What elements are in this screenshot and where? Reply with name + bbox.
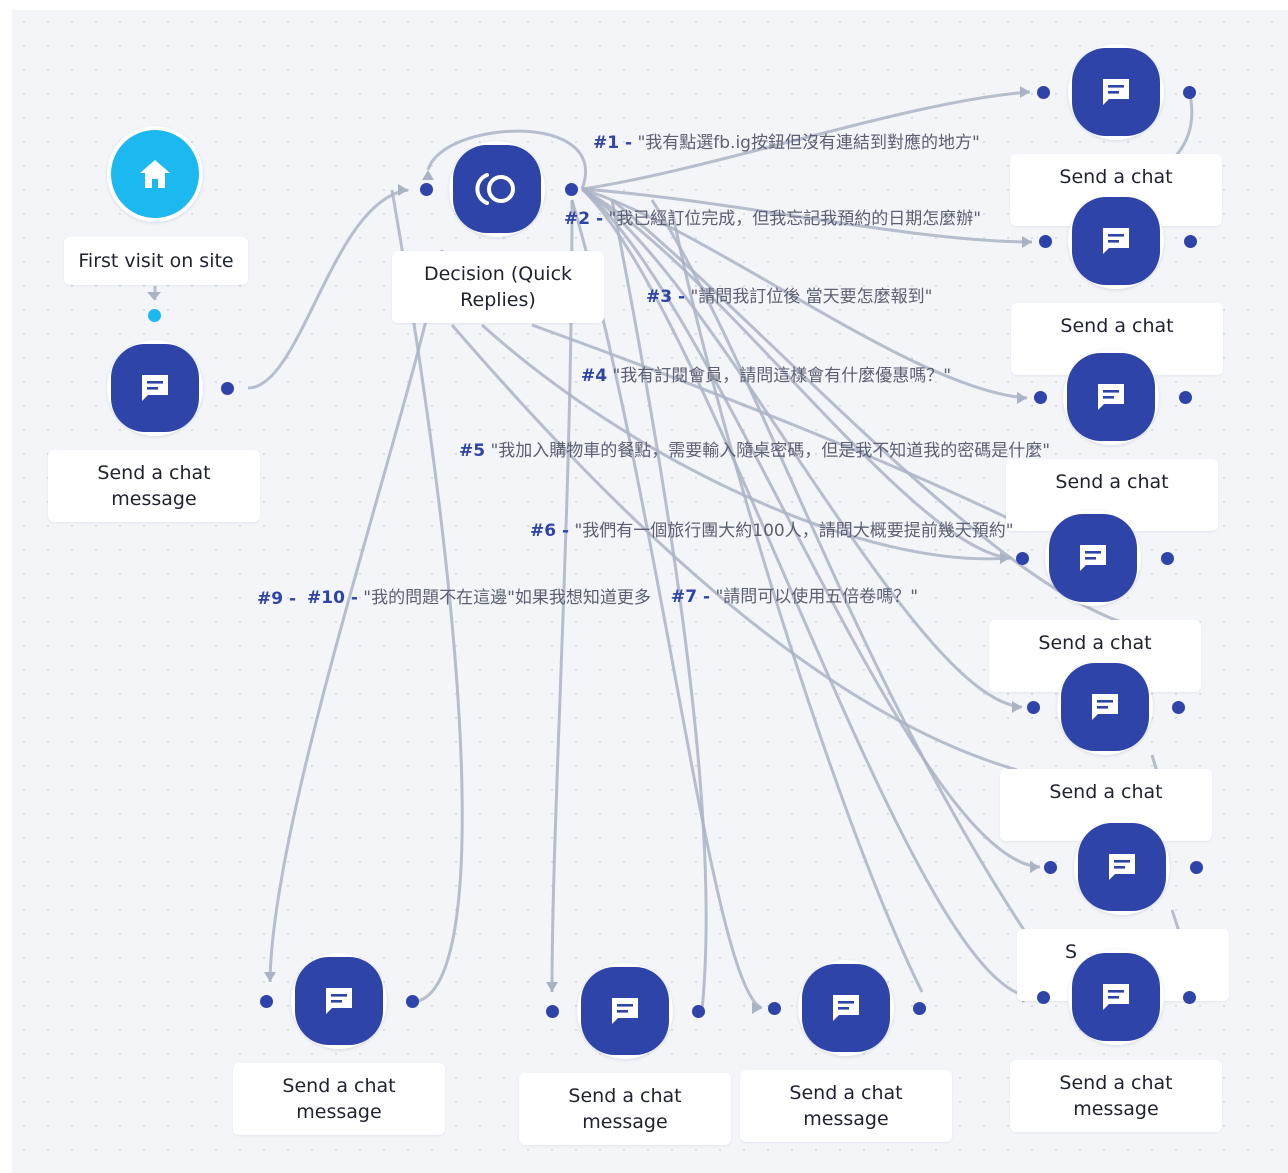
input-port[interactable]	[1027, 701, 1040, 714]
node-label: First visit on site	[64, 237, 248, 285]
node-label: Send a chat	[1006, 459, 1218, 531]
output-port[interactable]	[565, 183, 578, 196]
arrow-head	[1012, 701, 1022, 713]
input-port[interactable]	[1037, 86, 1050, 99]
edge-label-3[interactable]: #3 - "請問我訂位後 當天要怎麼報到"	[646, 287, 933, 307]
chat-icon	[833, 995, 859, 1021]
chat-icon	[1103, 228, 1129, 254]
output-port[interactable]	[1183, 86, 1196, 99]
node-label: Send a chat message	[48, 450, 260, 522]
connector-path	[450, 324, 1018, 772]
connector-path	[581, 187, 1023, 709]
connector-path	[1170, 94, 1194, 162]
connector-path	[581, 187, 1028, 400]
output-port[interactable]	[406, 995, 419, 1008]
chat-icon	[1092, 694, 1118, 720]
node-label: Send a chat	[1010, 154, 1222, 226]
arrow-head	[1000, 552, 1010, 564]
chat-icon	[1109, 854, 1135, 880]
input-port[interactable]	[1037, 991, 1050, 1004]
connector-path	[580, 187, 1033, 999]
connector-path	[531, 323, 1033, 532]
chat-icon	[326, 988, 352, 1014]
connector-path	[610, 199, 708, 1011]
chat-icon	[1103, 984, 1129, 1010]
node-label: Send a chat message	[233, 1063, 445, 1135]
output-port[interactable]	[1190, 861, 1203, 874]
node-label: Decision (Quick Replies)	[392, 251, 604, 323]
connector-path	[650, 199, 1074, 1001]
edge-label-5[interactable]: #5 "我加入購物車的餐點，需要輸入隨桌密碼，但是我不知道我的密碼是什麼"	[459, 441, 1051, 461]
arrow-head	[1030, 861, 1040, 873]
output-port[interactable]	[1183, 991, 1196, 1004]
connector-path	[581, 187, 1011, 560]
input-port[interactable]	[260, 995, 273, 1008]
edge-label-1[interactable]: #1 - "我有點選fb.ig按鈕但沒有連結到對應的地方"	[593, 133, 980, 153]
input-port[interactable]	[768, 1002, 781, 1015]
edge-label-2[interactable]: #2 - "我已經訂位完成，但我忘記我預約的日期怎麼辦"	[564, 209, 982, 229]
connector-path	[581, 187, 1033, 244]
edge-label-9[interactable]: #9 -	[257, 589, 297, 609]
output-port[interactable]	[221, 382, 234, 395]
output-port[interactable]	[1161, 552, 1174, 565]
output-port[interactable]	[1184, 235, 1197, 248]
arrow-head	[1020, 86, 1030, 98]
chat-icon	[1080, 545, 1106, 571]
input-port[interactable]	[1039, 235, 1052, 248]
edge-label-6[interactable]: #6 - "我們有一個旅行團大約100人，請問大概要提前幾天預約"	[530, 521, 1014, 541]
connector-path	[670, 209, 924, 993]
connector-path	[550, 199, 574, 993]
input-port[interactable]	[546, 1005, 559, 1018]
arrow-head	[1022, 236, 1032, 248]
chat-icon	[1103, 79, 1129, 105]
arrow-head	[147, 292, 161, 300]
output-port[interactable]	[1179, 391, 1192, 404]
connector-path	[268, 249, 444, 983]
node-label: Send a chat message	[1010, 1060, 1222, 1132]
output-port[interactable]	[1172, 701, 1185, 714]
chat-icon	[1098, 384, 1124, 410]
flow-canvas[interactable]: First visit on site Send a chat message …	[12, 10, 1288, 1173]
output-port[interactable]	[692, 1005, 705, 1018]
edge-label-4[interactable]: #4 "我有訂閱會員，請問這樣會有什麼優惠嗎？"	[581, 366, 952, 386]
connector-path	[390, 189, 464, 1004]
output-port[interactable]	[913, 1002, 926, 1015]
connector-path	[581, 90, 1031, 191]
connector-path	[247, 188, 409, 390]
edge-label-10[interactable]: #10 - "我的問題不在這邊"如果我想知道更多	[307, 588, 651, 608]
arrow-head	[264, 972, 276, 982]
chat-icon	[142, 375, 168, 401]
edge-label-7[interactable]: #7 - "請問可以使用五倍卷嗎？"	[671, 587, 919, 607]
input-port[interactable]	[148, 309, 161, 322]
input-port[interactable]	[420, 183, 433, 196]
node-label: Send a chat message	[740, 1070, 952, 1142]
arrow-head	[398, 184, 408, 196]
decision-icon	[475, 173, 515, 205]
arrow-head	[1017, 392, 1027, 404]
arrow-head	[752, 1002, 762, 1014]
node-label: Send a chat message	[519, 1073, 731, 1145]
connector-path	[570, 199, 763, 1010]
arrow-head	[546, 982, 558, 992]
connector-path	[581, 187, 1041, 869]
input-port[interactable]	[1016, 552, 1029, 565]
connector-path	[480, 323, 1013, 561]
input-port[interactable]	[1034, 391, 1047, 404]
chat-icon	[612, 998, 638, 1024]
home-icon	[140, 160, 170, 188]
connector-path	[426, 129, 587, 190]
input-port[interactable]	[1044, 861, 1057, 874]
arrow-head	[422, 170, 434, 180]
